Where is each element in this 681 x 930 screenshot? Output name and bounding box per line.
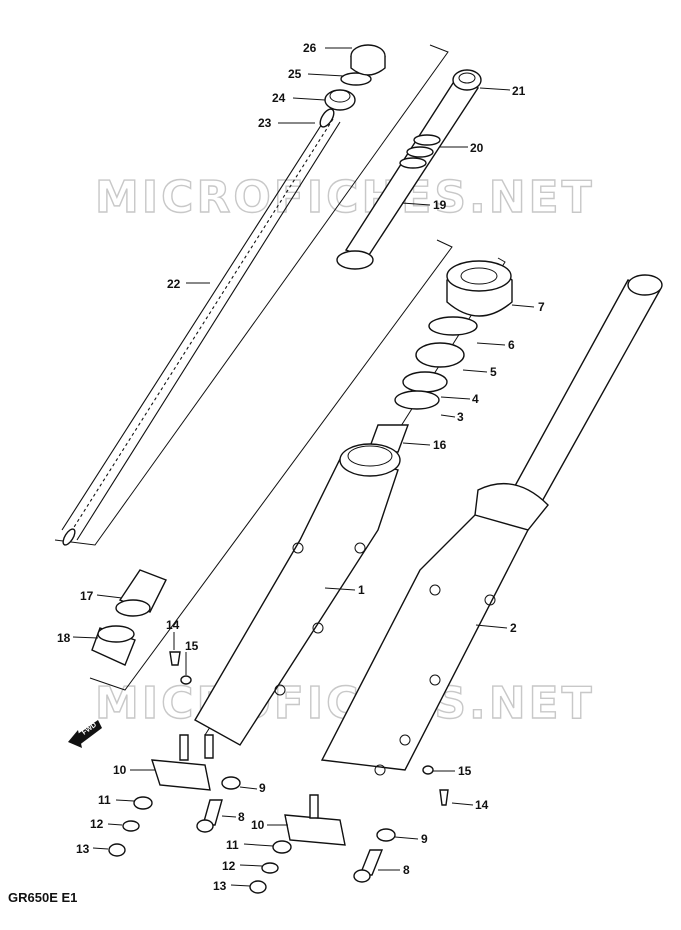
washers-nuts <box>108 651 449 894</box>
lower-inner-tube <box>91 569 167 666</box>
callout-11-left: 11 <box>98 793 111 807</box>
callout-labels: 26 25 24 23 22 21 20 19 7 6 5 4 3 16 1 2… <box>57 41 545 893</box>
bolt-right <box>353 849 384 883</box>
callout-15-left: 15 <box>185 639 199 653</box>
callout-12-left: 12 <box>90 817 104 831</box>
callout-11-right: 11 <box>226 838 239 852</box>
callout-9-right: 9 <box>421 832 428 846</box>
watermark-top: MICROFICHES.NET <box>95 172 595 223</box>
callout-24: 24 <box>272 91 286 105</box>
callout-9-left: 9 <box>259 781 266 795</box>
model-code: GR650E E1 <box>8 890 77 905</box>
callout-21: 21 <box>512 84 526 98</box>
callout-15-right: 15 <box>458 764 472 778</box>
bolt-left <box>196 799 223 833</box>
callout-18: 18 <box>57 631 71 645</box>
callout-12-right: 12 <box>222 859 236 873</box>
callout-23: 23 <box>258 116 272 130</box>
callout-13-right: 13 <box>213 879 227 893</box>
watermark-bottom: MICROFICHES.NET <box>95 678 595 729</box>
spring-spacer <box>319 44 386 128</box>
damper-rod <box>336 69 482 270</box>
callout-8-left: 8 <box>238 810 245 824</box>
fwd-arrow-icon: FWD <box>68 720 102 748</box>
callout-10-left: 10 <box>113 763 127 777</box>
axle-holder-right <box>284 794 346 846</box>
callout-3: 3 <box>457 410 464 424</box>
callout-1: 1 <box>358 583 365 597</box>
callout-16: 16 <box>433 438 447 452</box>
axle-holder-left <box>151 734 214 791</box>
callout-25: 25 <box>288 67 302 81</box>
callout-10-right: 10 <box>251 818 265 832</box>
callout-7: 7 <box>538 300 545 314</box>
callout-22: 22 <box>167 277 181 291</box>
callout-19: 19 <box>433 198 447 212</box>
callout-14-left: 14 <box>166 618 180 632</box>
callout-20: 20 <box>470 141 484 155</box>
callout-13-left: 13 <box>76 842 90 856</box>
callout-6: 6 <box>508 338 515 352</box>
fork-spring <box>61 115 341 546</box>
leader-lines <box>72 47 535 887</box>
callout-26: 26 <box>303 41 317 55</box>
outer-tube-left <box>194 443 401 746</box>
callout-8-right: 8 <box>403 863 410 877</box>
oil-seal-stack <box>394 260 513 410</box>
callout-2: 2 <box>510 621 517 635</box>
callout-5: 5 <box>490 365 497 379</box>
callout-4: 4 <box>472 392 479 406</box>
callout-17: 17 <box>80 589 94 603</box>
callout-14-right: 14 <box>475 798 489 812</box>
inner-tube-right <box>320 274 663 776</box>
